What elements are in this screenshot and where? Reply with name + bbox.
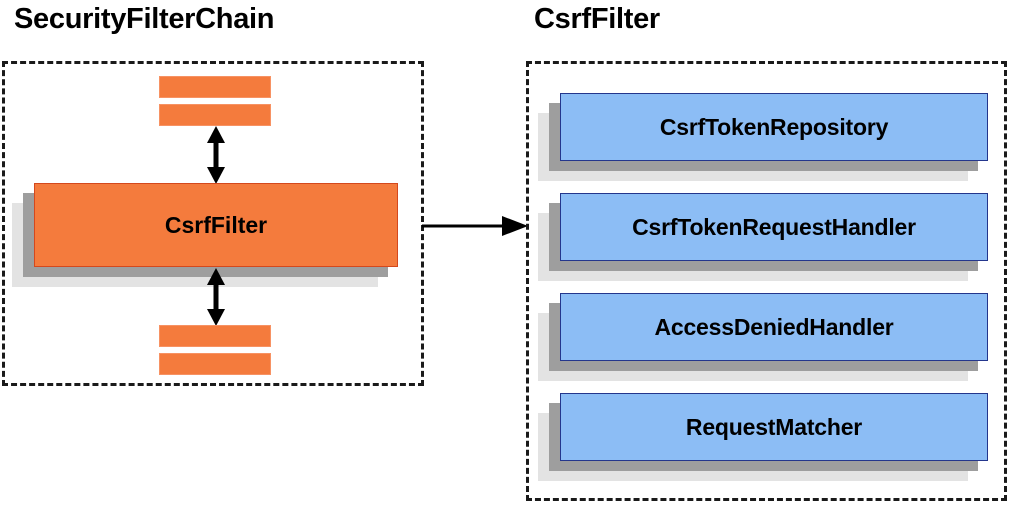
connector-expand-detail: [422, 216, 528, 236]
connector-chain-below: [207, 268, 225, 326]
box-csrf-token-repository-label: CsrfTokenRepository: [560, 93, 988, 161]
panel-security-filter-chain: [2, 61, 424, 386]
filter-stub-bottom-1: [159, 325, 271, 347]
panel-title-csrf-filter: CsrfFilter: [534, 3, 660, 35]
box-access-denied-handler-label: AccessDeniedHandler: [560, 293, 988, 361]
box-csrf-token-repository[interactable]: CsrfTokenRepository: [538, 93, 988, 181]
box-request-matcher[interactable]: RequestMatcher: [538, 393, 988, 481]
filter-stub-top-1: [159, 76, 271, 98]
box-csrf-token-request-handler-label: CsrfTokenRequestHandler: [560, 193, 988, 261]
connector-chain-above: [207, 126, 225, 184]
box-access-denied-handler[interactable]: AccessDeniedHandler: [538, 293, 988, 381]
box-request-matcher-label: RequestMatcher: [560, 393, 988, 461]
panel-title-security-filter-chain: SecurityFilterChain: [14, 3, 275, 35]
filter-stub-bottom-2: [159, 353, 271, 375]
filter-stub-top-2: [159, 104, 271, 126]
box-csrf-token-request-handler[interactable]: CsrfTokenRequestHandler: [538, 193, 988, 281]
panel-csrf-filter: [526, 61, 1007, 501]
box-csrf-filter-label: CsrfFilter: [34, 183, 398, 267]
box-csrf-filter[interactable]: CsrfFilter: [12, 183, 398, 287]
